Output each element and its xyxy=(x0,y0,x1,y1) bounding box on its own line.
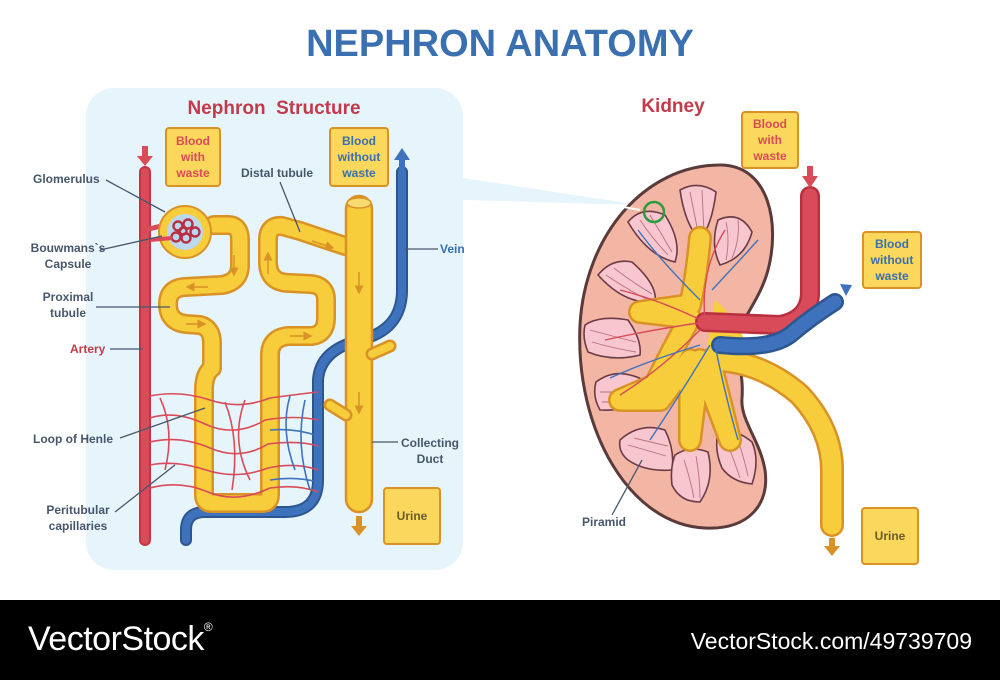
glomerulus-capillary-tuft xyxy=(149,218,201,244)
svg-text:with: with xyxy=(757,133,782,147)
artery-inflow-arrow-icon xyxy=(137,146,153,166)
diagram-title: NEPHRON ANATOMY xyxy=(306,23,694,65)
callout-pointer-arrow-icon xyxy=(617,205,641,211)
tubule-flow-arrows xyxy=(185,240,364,415)
svg-text:waste: waste xyxy=(341,166,376,180)
label-proximal-line1: Proximal xyxy=(43,290,94,304)
nephron-structure-heading: Nephron Structure xyxy=(187,98,360,119)
svg-text:Blood: Blood xyxy=(753,117,787,131)
renal-vein xyxy=(711,293,844,356)
svg-text:Urine: Urine xyxy=(875,529,906,543)
kidney-pyramids xyxy=(583,184,757,503)
svg-text:with: with xyxy=(180,150,205,164)
zoom-callout-beam xyxy=(463,178,640,205)
vein-outflow-arrow-icon xyxy=(394,148,410,170)
svg-text:Blood: Blood xyxy=(176,134,210,148)
svg-text:without: without xyxy=(337,150,381,164)
peritubular-capillary-network xyxy=(149,391,319,498)
svg-text:Blood: Blood xyxy=(875,237,909,251)
svg-text:Urine: Urine xyxy=(397,509,428,523)
brand-name: VectorStock xyxy=(28,620,204,658)
svg-text:waste: waste xyxy=(874,269,909,283)
kidney-heading: Kidney xyxy=(641,96,705,117)
label-proximal-line2: tubule xyxy=(50,306,86,320)
label-glomerulus: Glomerulus xyxy=(33,172,100,186)
urine-box-right: Urine xyxy=(861,507,919,565)
renal-vein-arrow-icon xyxy=(840,284,852,296)
brand-logo: VectorStock® xyxy=(28,620,213,659)
label-capsule-line1: Bouwmans`s xyxy=(31,241,106,255)
nephron-anatomy-diagram: NEPHRON ANATOMY Nephron Structure xyxy=(31,23,922,570)
renal-artery-arrow-icon xyxy=(802,166,818,188)
footer-bar xyxy=(0,600,1000,680)
blood-without-waste-box-left: Blood without waste xyxy=(329,127,389,187)
label-vein: Vein xyxy=(440,242,465,256)
pyramid-leader-line xyxy=(611,459,643,516)
label-capsule-line2: Capsule xyxy=(45,257,92,271)
label-distal-tubule: Distal tubule xyxy=(241,166,313,180)
blood-without-waste-box-right: Blood without waste xyxy=(862,231,922,289)
label-artery: Artery xyxy=(70,342,106,356)
svg-text:waste: waste xyxy=(175,166,210,180)
label-peritubular-line1: Peritubular xyxy=(46,503,110,517)
urine-box-left: Urine xyxy=(383,487,441,545)
urine-outflow-arrow-icon xyxy=(351,516,367,536)
label-collecting-line1: Collecting xyxy=(401,436,459,450)
blood-with-waste-box-left: Blood with waste xyxy=(165,127,221,187)
label-loop-of-henle: Loop of Henle xyxy=(33,432,113,446)
kidney-urine-arrow-icon xyxy=(824,538,840,556)
stock-reference: VectorStock.com/49739709 xyxy=(690,628,972,654)
left-leader-lines xyxy=(96,179,438,513)
collecting-duct xyxy=(323,194,397,514)
kidney-vessel-branches xyxy=(604,229,759,441)
svg-text:without: without xyxy=(870,253,914,267)
label-peritubular-line2: capillaries xyxy=(49,519,108,533)
label-pyramid: Piramid xyxy=(582,515,626,529)
vein-vessel xyxy=(180,166,408,546)
nephron-tubule xyxy=(158,215,355,513)
brand-registered-mark: ® xyxy=(203,620,213,634)
bowmans-capsule xyxy=(158,205,212,259)
nephron-highlight-circle xyxy=(642,200,666,224)
svg-text:waste: waste xyxy=(752,149,787,163)
label-collecting-line2: Duct xyxy=(417,452,444,466)
svg-text:Blood: Blood xyxy=(342,134,376,148)
blood-with-waste-box-right: Blood with waste xyxy=(741,111,799,169)
